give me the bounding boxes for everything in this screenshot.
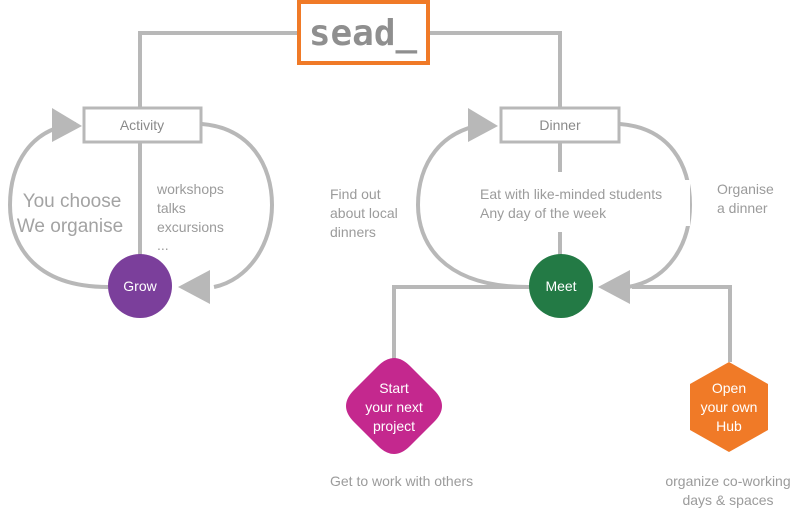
dinner-left-line: dinners bbox=[330, 224, 376, 240]
grow-node-label: Grow bbox=[123, 278, 157, 294]
dinner-center-line: Eat with like-minded students bbox=[480, 186, 662, 202]
dinner-right-line: a dinner bbox=[717, 200, 768, 216]
activity-item: workshops bbox=[156, 181, 224, 197]
arrow-heads bbox=[52, 108, 630, 304]
hub-caption: days & spaces bbox=[682, 492, 773, 508]
hub-caption: organize co-working bbox=[665, 473, 790, 489]
activity-left-line: You choose bbox=[23, 191, 122, 212]
activity-item: talks bbox=[157, 200, 186, 216]
hub-label: your own bbox=[701, 399, 758, 415]
dinner-right-line: Organise bbox=[717, 181, 774, 197]
activity-loop-right bbox=[201, 122, 275, 289]
arrow-head-icon bbox=[468, 108, 498, 142]
meet-node bbox=[529, 254, 593, 318]
dinner-box-label: Dinner bbox=[539, 117, 581, 133]
dinner-left-line: Find out bbox=[330, 186, 381, 202]
hub-label: Hub bbox=[716, 418, 742, 434]
arrow-head-icon bbox=[178, 270, 210, 304]
dinner-left-line: about local bbox=[330, 205, 398, 221]
dinner-box bbox=[499, 106, 621, 144]
activity-box bbox=[82, 106, 203, 144]
start-project-label: Start bbox=[379, 380, 409, 396]
dinner-loop-left bbox=[415, 122, 529, 289]
activity-loop-left bbox=[7, 122, 109, 289]
dinner-center-line: Any day of the week bbox=[480, 205, 607, 221]
meet-node-label: Meet bbox=[545, 278, 576, 294]
logo-to-activity-line bbox=[138, 31, 300, 108]
activity-box-label: Activity bbox=[120, 117, 164, 133]
hub-node bbox=[690, 362, 768, 452]
meet-to-hub-line bbox=[632, 285, 732, 362]
connector-lines bbox=[7, 31, 732, 362]
start-project-caption: Get to work with others bbox=[330, 473, 473, 489]
dinner-center-bg bbox=[476, 180, 690, 226]
meet-to-start-line bbox=[392, 285, 532, 360]
logo-box bbox=[297, 0, 430, 65]
hub-label: Open bbox=[712, 380, 746, 396]
activity-item: excursions bbox=[157, 219, 224, 235]
start-project-label: project bbox=[373, 418, 415, 434]
arrow-head-icon bbox=[598, 270, 630, 304]
logo-text: sead_ bbox=[309, 13, 418, 54]
activity-left-line: We organise bbox=[17, 216, 123, 237]
logo-to-dinner-line bbox=[428, 31, 562, 108]
start-project-label: your next bbox=[365, 399, 423, 415]
arrow-head-icon bbox=[52, 108, 82, 142]
start-project-node bbox=[346, 358, 442, 454]
grow-node bbox=[108, 254, 172, 318]
activity-item: ... bbox=[157, 237, 169, 253]
